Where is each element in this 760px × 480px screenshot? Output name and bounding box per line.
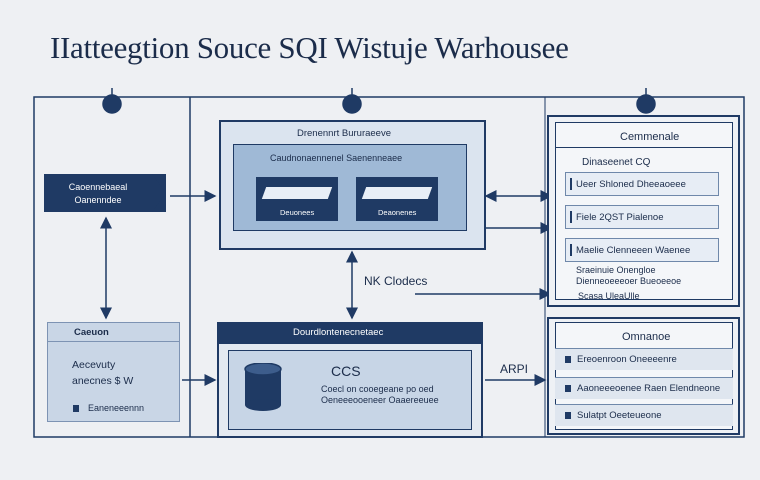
left-panel-header-label: Caeuon xyxy=(74,327,109,338)
consumer-title: Cemmenale xyxy=(620,131,680,143)
monitor-icon: Deuonees xyxy=(256,177,338,221)
consumer-row-label: Ueer Shloned Dheeaoeee xyxy=(576,179,686,190)
left-panel-header xyxy=(48,323,179,342)
warehouse-header: Dourdlontenecnetaec xyxy=(217,322,483,344)
bell-icon xyxy=(636,88,656,114)
staging-panel[interactable]: Caudnonaennenel Saenenneaee Deuonees Dea… xyxy=(233,144,467,231)
consumer-extra3: Scasa UleaUlle xyxy=(578,291,640,301)
consumer-row[interactable]: Ueer Shloned Dheeaoeee xyxy=(565,172,719,196)
monitor-icon: Deaonenes xyxy=(356,177,438,221)
output-row-label: Sulatpt Oeeteueone xyxy=(577,410,662,421)
bell-icon xyxy=(342,88,362,114)
database-panel[interactable]: CCS Coecl on cooegeane po oed Oeneeeooen… xyxy=(228,350,472,430)
consumer-row[interactable]: Fiele 2QST Pialenoe xyxy=(565,205,719,229)
database-icon xyxy=(244,363,282,411)
output-row[interactable]: Sulatpt Oeeteueone xyxy=(555,404,733,426)
source-box-line1: Caoennebaeal xyxy=(68,182,128,192)
diagram-title: IIatteegtion Souce SQI Wistuje Warhousee xyxy=(50,30,569,65)
consumer-row-label: Maelie Clenneeen Waenee xyxy=(576,245,691,256)
source-connection-box[interactable]: Caoennebaeal Oanenndee xyxy=(44,174,166,212)
source-box-line2: Oanenndee xyxy=(74,195,122,205)
api-label: ARPI xyxy=(500,362,529,376)
output-title: Omnanoe xyxy=(622,331,671,343)
output-row[interactable]: Ereoenroon Oneeeenre xyxy=(555,348,733,370)
output-row[interactable]: Aaoneeeoenee Raen Elendneone xyxy=(555,377,733,399)
database-line2: Oeneeeooeneer Oaaereeuee xyxy=(321,395,439,405)
screen-right-label: Deaonenes xyxy=(378,208,417,217)
consumer-row-label: Fiele 2QST Pialenoe xyxy=(576,212,664,223)
source-box-shape xyxy=(44,174,166,212)
screen-left-label: Deuonees xyxy=(280,208,315,217)
consumer-extra1: Sraeinuie Onengloe xyxy=(576,265,656,275)
middle-connector-label: NK Clodecs xyxy=(364,274,428,288)
database-title: CCS xyxy=(331,363,361,379)
square-icon xyxy=(73,405,79,412)
left-panel[interactable]: Caeuon Aecevuty anecnes $ W Eaneneeennn xyxy=(47,322,180,422)
consumer-extra2: Dienneoeeeoer Bueoeeoe xyxy=(576,276,682,286)
left-panel-line2: anecnes $ W xyxy=(72,375,134,387)
transformation-container-label: Drenennrt Bururaeeve xyxy=(297,128,391,139)
consumer-row[interactable]: Maelie Clenneeen Waenee xyxy=(565,238,719,262)
database-line1: Coecl on cooegeane po oed xyxy=(321,384,434,394)
warehouse-header-label: Dourdlontenecnetaec xyxy=(293,327,384,338)
output-row-label: Aaoneeeoenee Raen Elendneone xyxy=(577,383,721,394)
bell-icon xyxy=(102,88,122,114)
output-row-label: Ereoenroon Oneeeenre xyxy=(577,354,677,365)
left-panel-line1: Aecevuty xyxy=(72,359,116,371)
left-panel-footer: Eaneneeennn xyxy=(88,403,145,413)
staging-panel-label: Caudnonaennenel Saenenneaee xyxy=(270,153,403,163)
consumer-subtitle: Dinaseenet CQ xyxy=(582,157,651,168)
